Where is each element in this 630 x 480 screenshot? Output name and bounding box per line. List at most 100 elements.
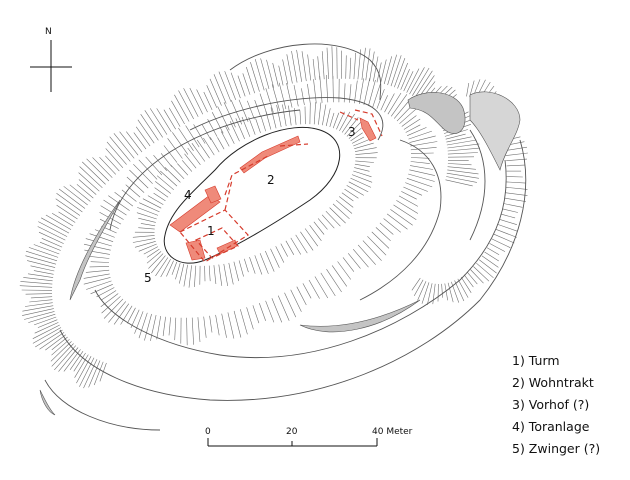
- hachure-stroke: [355, 152, 378, 155]
- hachure-stroke: [99, 218, 119, 229]
- hachure-stroke: [341, 192, 354, 202]
- hachure-stroke: [25, 255, 57, 265]
- hachure-stroke: [380, 59, 387, 84]
- hachure-stroke: [246, 66, 255, 94]
- hachure-stroke: [343, 83, 346, 103]
- hachure-stroke: [410, 165, 434, 170]
- hachure-stroke: [230, 72, 241, 99]
- hachure-stroke: [259, 93, 268, 115]
- hachure-stroke: [481, 255, 499, 268]
- hachure-stroke: [223, 263, 228, 287]
- hachure-stroke: [83, 359, 98, 389]
- hachure-stroke: [100, 293, 119, 307]
- hachure-stroke: [307, 83, 311, 105]
- hachure-stroke: [254, 59, 265, 91]
- hachure-stroke: [138, 159, 158, 180]
- hachure-stroke: [90, 261, 110, 263]
- hachure-stroke: [276, 105, 282, 128]
- hachure-stroke: [344, 117, 359, 135]
- hachure-stroke: [168, 107, 181, 127]
- hachure-stroke: [265, 88, 274, 113]
- hachure-stroke: [103, 298, 124, 319]
- hachure-stroke: [506, 176, 523, 178]
- hachure-stroke: [55, 198, 81, 216]
- hachure-stroke: [41, 238, 63, 248]
- legend-item-3: 3) Vorhof (?): [512, 397, 590, 412]
- hachure-stroke: [114, 192, 134, 207]
- hachure-stroke: [282, 104, 287, 127]
- hachure-stroke: [105, 148, 124, 168]
- hachure-stroke: [33, 244, 60, 255]
- hachure-stroke: [168, 317, 171, 336]
- hachure-stroke: [313, 221, 325, 235]
- hachure-stroke: [220, 131, 230, 147]
- hachure-stroke: [30, 265, 55, 272]
- hachure-stroke: [400, 68, 410, 90]
- hachure-stroke: [28, 313, 56, 323]
- hachure-stroke: [282, 59, 289, 85]
- hachure-stroke: [403, 186, 423, 196]
- hachure-stroke: [38, 221, 68, 237]
- hachure-stroke: [56, 204, 78, 220]
- hachure-stroke: [217, 137, 225, 150]
- hachure-stroke: [255, 118, 261, 133]
- hachure-stroke: [93, 361, 104, 386]
- hachure-stroke: [457, 278, 469, 298]
- hachure-stroke: [346, 185, 364, 196]
- hachure-stroke: [432, 283, 436, 305]
- hachure-stroke: [446, 139, 477, 146]
- hachure-stroke: [38, 231, 64, 244]
- hachure-stroke: [196, 89, 208, 113]
- hachure-stroke: [149, 108, 168, 135]
- hachure-stroke: [37, 319, 58, 328]
- hachure-stroke: [58, 188, 86, 209]
- hachure-stroke: [144, 110, 163, 138]
- hachure-stroke: [427, 283, 433, 305]
- hachure-stroke: [265, 300, 275, 323]
- hachure-stroke: [354, 142, 374, 149]
- hachure-stroke: [33, 316, 57, 326]
- hachure-stroke: [326, 47, 329, 80]
- hachure-stroke: [344, 188, 359, 199]
- hachure-stroke: [135, 126, 151, 147]
- hachure-stroke: [108, 301, 127, 323]
- hachure-stroke: [109, 136, 131, 162]
- hachure-stroke: [506, 181, 526, 184]
- hachure-stroke: [76, 184, 94, 199]
- hachure-stroke: [367, 236, 387, 256]
- hachure-stroke: [252, 305, 260, 324]
- legend-item-2: 2) Wohntrakt: [512, 375, 594, 390]
- hachure-stroke: [447, 143, 480, 149]
- hachure-stroke: [209, 137, 220, 153]
- hachure-stroke: [178, 127, 194, 151]
- hachure-stroke: [348, 181, 369, 193]
- hachure-stroke: [469, 80, 475, 98]
- area-label-3: 3: [348, 125, 356, 139]
- hachure-stroke: [203, 316, 207, 338]
- hachure-stroke: [271, 298, 283, 323]
- hachure-stroke: [201, 124, 212, 141]
- hachure-stroke: [312, 58, 316, 81]
- hachure-stroke: [479, 259, 497, 274]
- hachure-stroke: [145, 156, 163, 176]
- hachure-stroke: [390, 209, 413, 226]
- hachure-stroke: [304, 228, 319, 247]
- hachure-stroke: [408, 173, 435, 182]
- hachure-stroke: [88, 360, 101, 388]
- hachure-stroke: [32, 324, 60, 339]
- hachure-stroke: [148, 253, 164, 269]
- hachure-stroke: [174, 317, 177, 341]
- hachure-stroke: [121, 189, 137, 202]
- hachure-stroke: [296, 49, 302, 82]
- legend-item-1: 1) Turm: [512, 353, 560, 368]
- hachure-stroke: [410, 161, 430, 164]
- hachure-stroke: [410, 141, 438, 147]
- hachure-stroke: [229, 121, 240, 142]
- hachure-stroke: [126, 176, 145, 193]
- hachure-stroke: [454, 280, 465, 302]
- hachure-stroke: [363, 78, 371, 105]
- hachure-stroke: [183, 264, 188, 287]
- hachure-stroke: [105, 155, 120, 172]
- hachure-stroke: [238, 99, 249, 122]
- hachure-stroke: [50, 341, 72, 362]
